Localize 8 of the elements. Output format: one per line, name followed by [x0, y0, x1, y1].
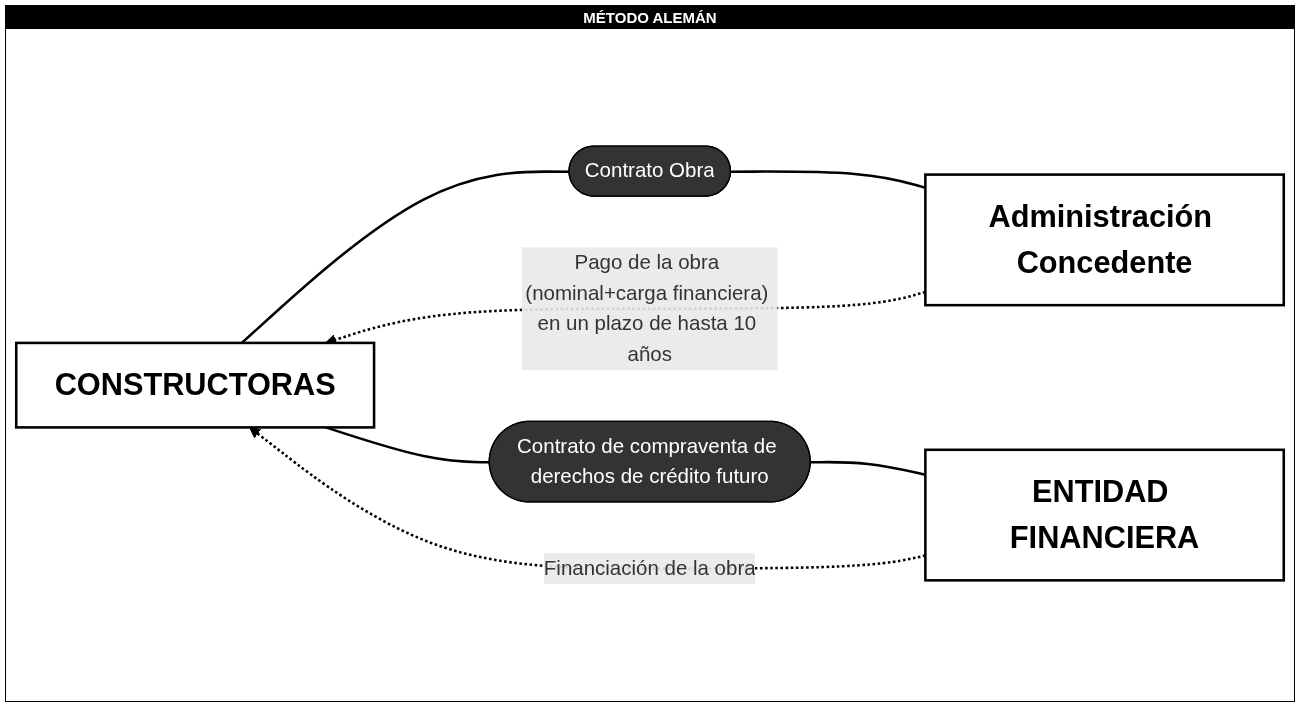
- node-box: CONSTRUCTORAS: [14, 341, 376, 429]
- node-box: ENTIDAD FINANCIERA: [924, 448, 1286, 582]
- edge-label: Financiación de la obra: [543, 556, 756, 579]
- title-band: MÉTODO ALEMÁN: [6, 6, 1294, 29]
- connector: [731, 170, 926, 190]
- connector: [810, 460, 926, 476]
- node-box: Administración Concedente: [924, 173, 1286, 307]
- edge-label: Pago de la obra (nominal+carga financiera) en un plazo de hasta 10 años: [525, 251, 769, 365]
